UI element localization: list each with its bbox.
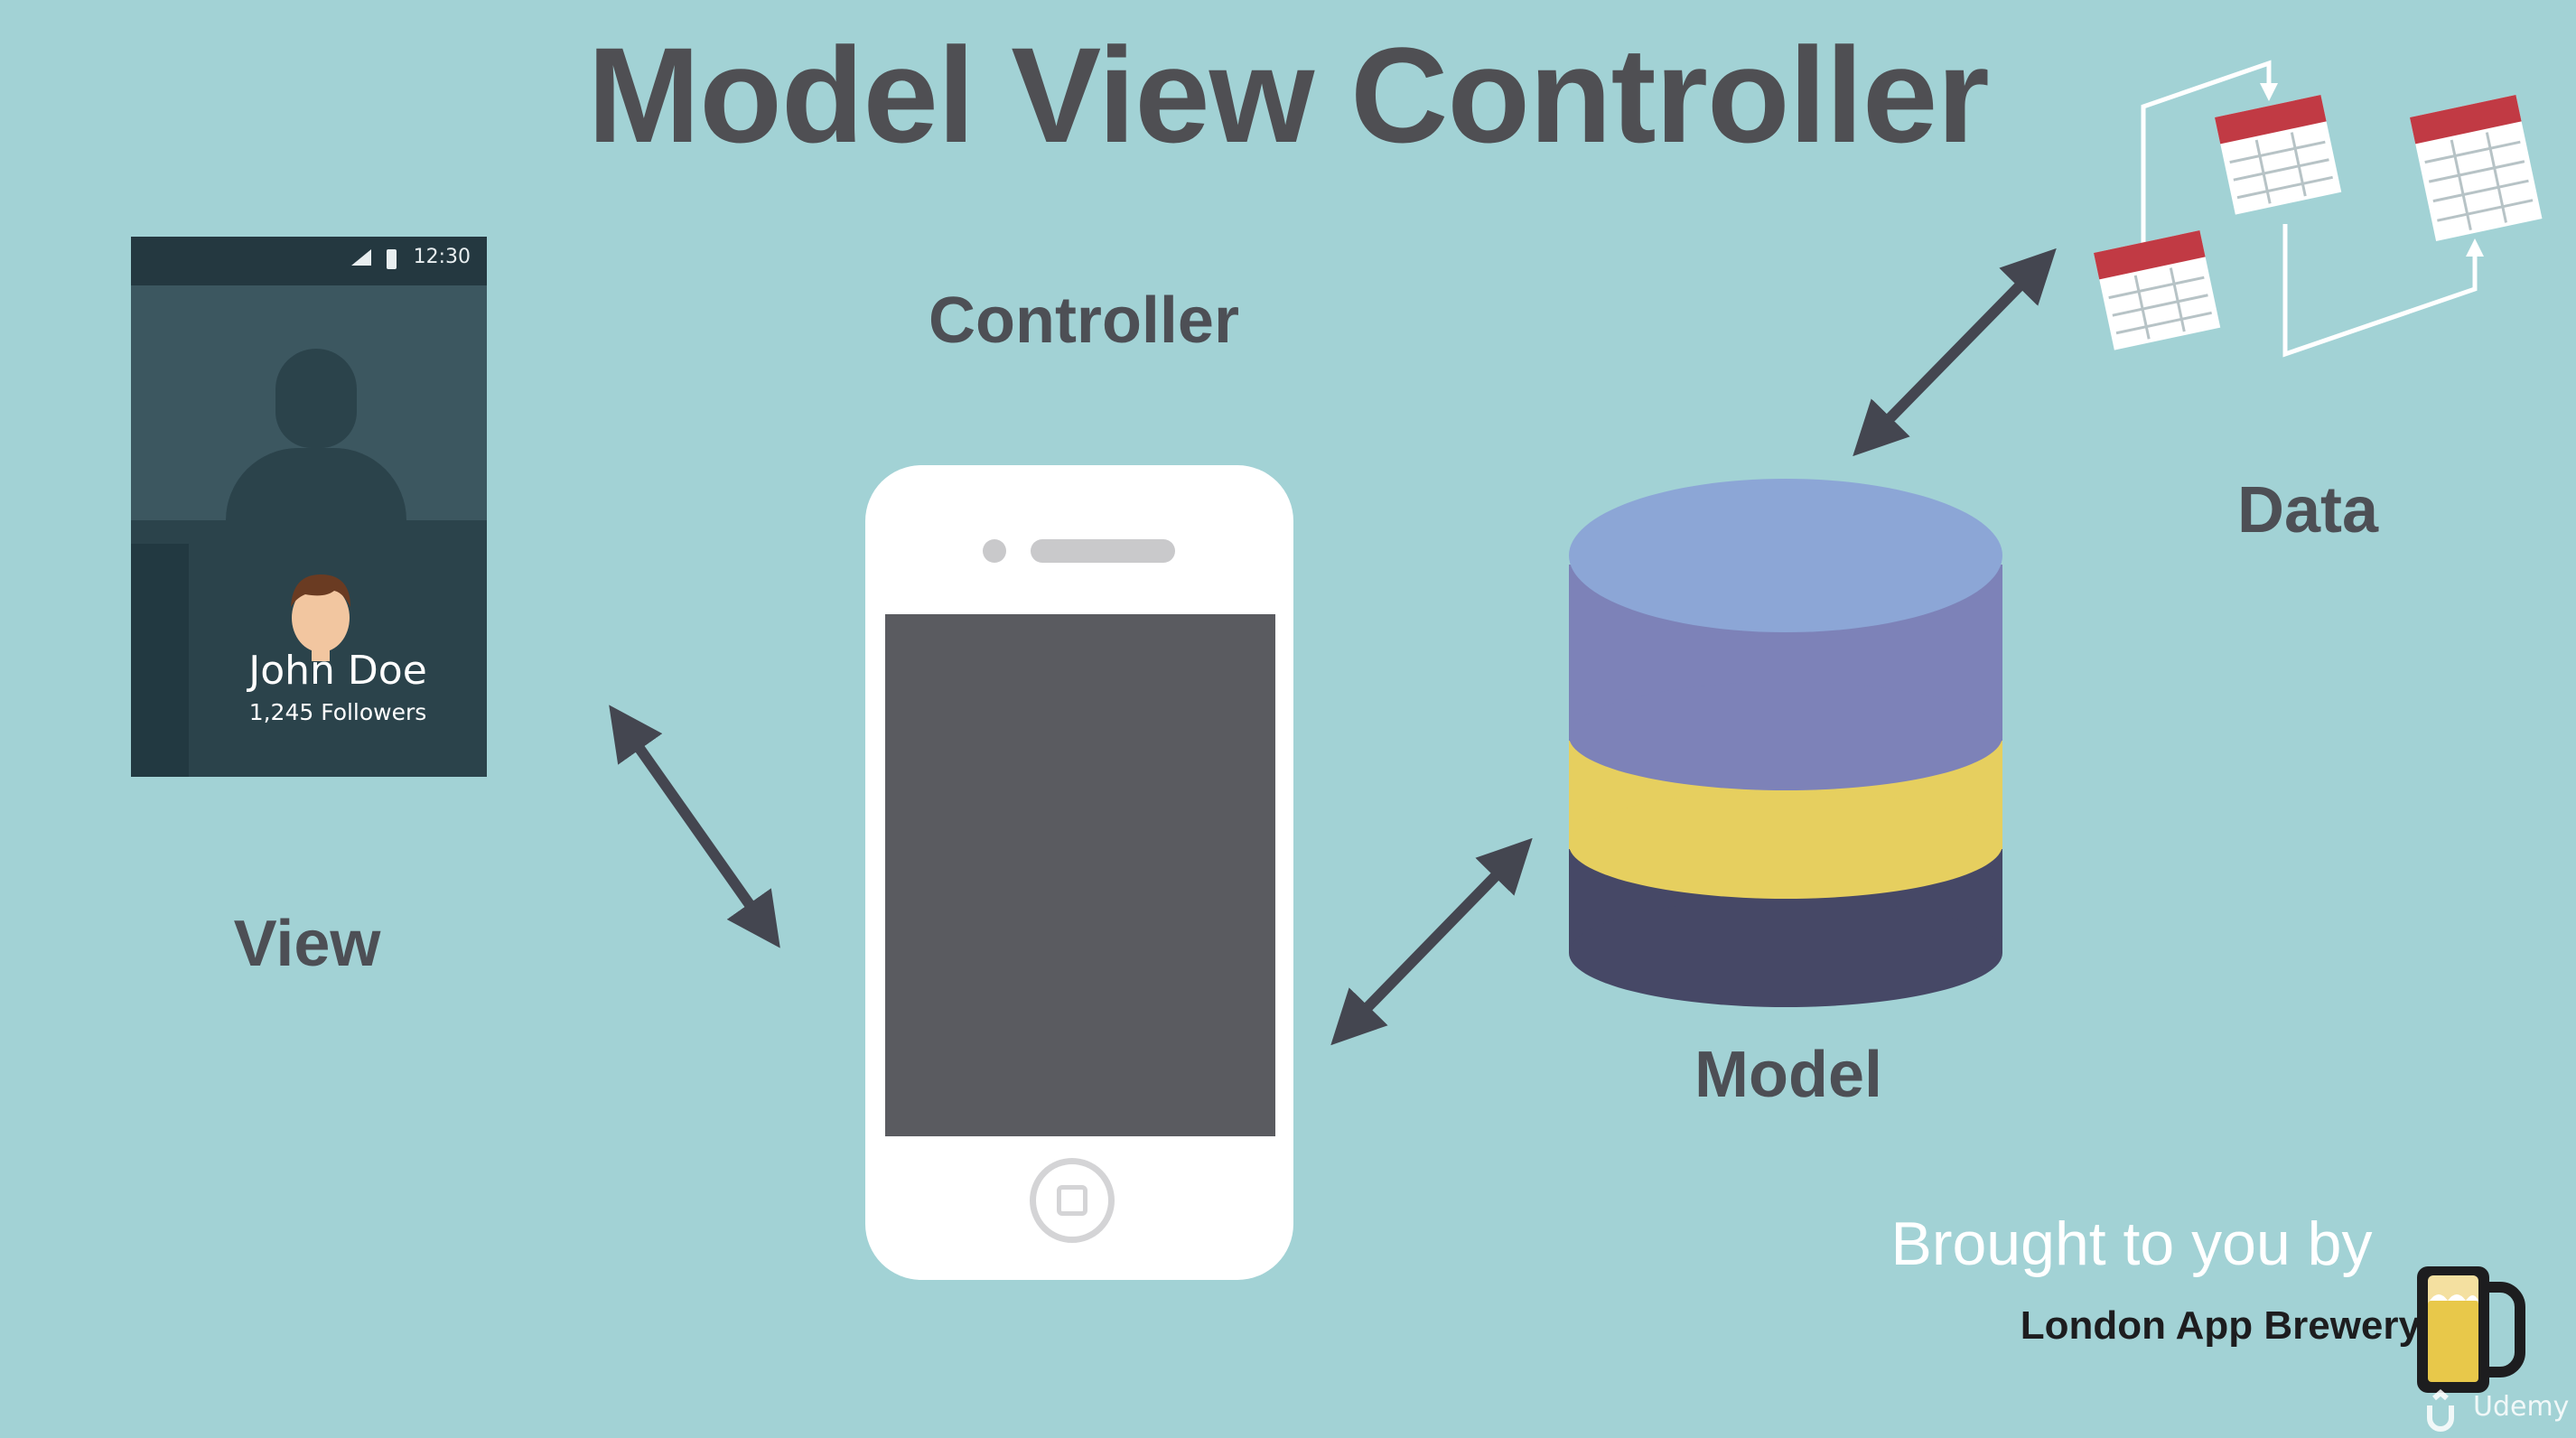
data-table-icon xyxy=(2215,95,2342,215)
card-side-panel xyxy=(131,544,189,777)
data-table-icon xyxy=(2410,95,2543,241)
cover-photo xyxy=(131,285,487,520)
status-time: 12:30 xyxy=(413,246,471,268)
signal-icon xyxy=(351,249,371,266)
database-cylinder-icon xyxy=(1569,479,2002,1007)
phone-camera xyxy=(983,539,1006,563)
battery-icon xyxy=(387,249,397,269)
view-controller-arrow xyxy=(609,705,780,948)
model-data-arrow xyxy=(1853,247,2057,457)
view-profile-mockup: 12:30 John Doe 1,245 Followers xyxy=(131,237,487,777)
brought-to-you-by-text: Brought to you by xyxy=(1890,1209,2373,1278)
profile-name: John Doe xyxy=(248,648,427,694)
phone-screen xyxy=(885,614,1275,1136)
diagram-title: Model View Controller xyxy=(587,19,1989,171)
avatar-silhouette-icon xyxy=(275,349,357,448)
brand-name: London App Brewery xyxy=(2020,1303,2421,1348)
controller-model-arrow xyxy=(1330,837,1533,1046)
status-bar: 12:30 xyxy=(131,237,487,285)
smartphone-icon xyxy=(865,465,1293,1280)
data-label: Data xyxy=(2236,474,2379,546)
beer-mug-logo-icon xyxy=(2417,1266,2525,1393)
data-table-icon xyxy=(2094,230,2221,350)
data-flow-connectors xyxy=(2141,60,2484,358)
model-label: Model xyxy=(1694,1039,1882,1111)
phone-home-button xyxy=(1030,1158,1115,1243)
home-square-icon xyxy=(1057,1185,1087,1216)
view-label: View xyxy=(233,908,381,980)
udemy-logo-icon xyxy=(2427,1389,2454,1432)
udemy-logo-text: Udemy xyxy=(2473,1391,2570,1423)
profile-followers: 1,245 Followers xyxy=(248,699,427,725)
controller-label: Controller xyxy=(928,285,1239,357)
user-face-icon xyxy=(291,574,350,661)
phone-speaker xyxy=(1031,539,1175,563)
